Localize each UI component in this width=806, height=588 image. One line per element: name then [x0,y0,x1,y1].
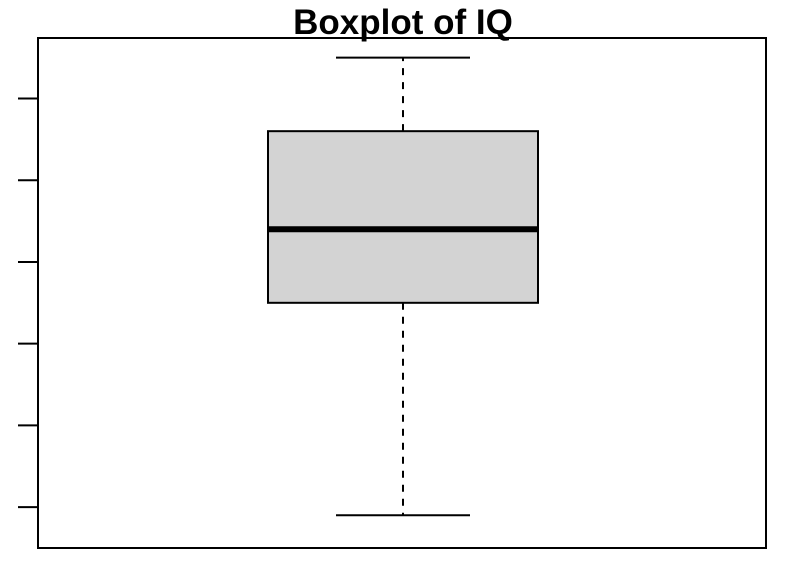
boxplot [267,56,539,517]
plot-frame [37,37,767,549]
interquartile-box [267,130,539,304]
y-axis [18,97,38,509]
chart-title: Boxplot of IQ [293,3,513,42]
